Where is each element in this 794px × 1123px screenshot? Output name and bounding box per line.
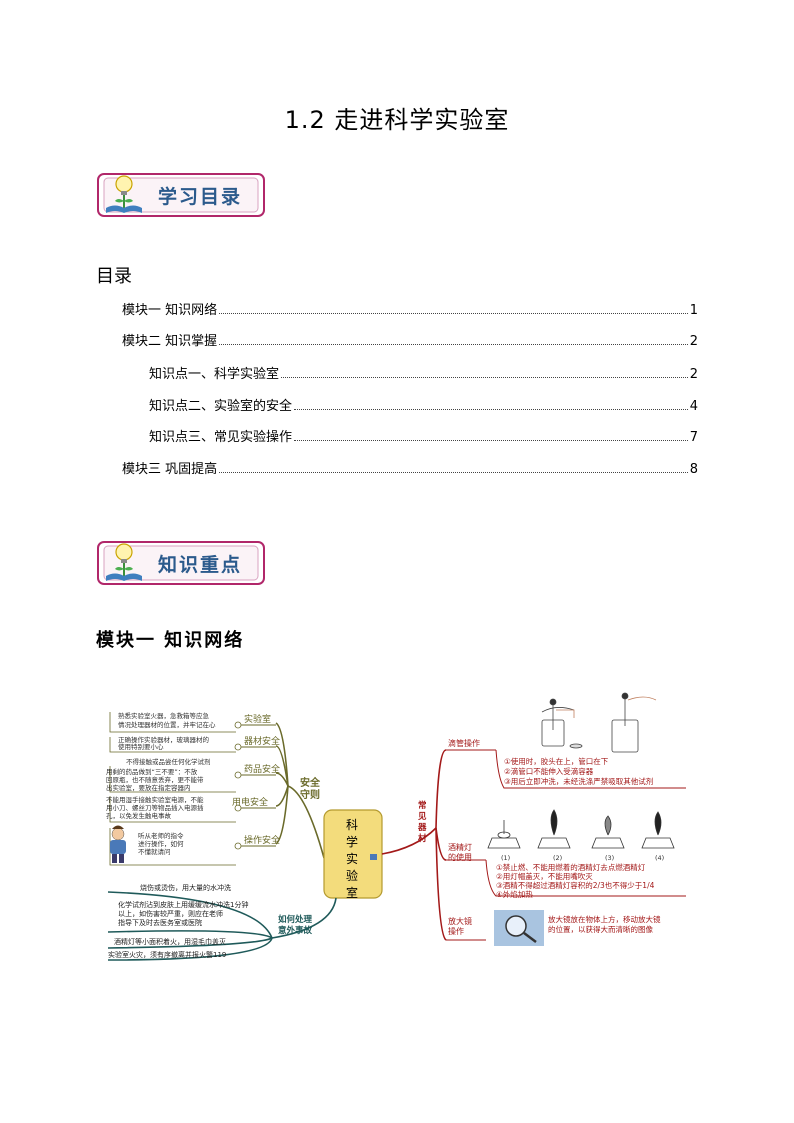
svg-text:回原瓶，也不随意丢弃，更不能带: 回原瓶，也不随意丢弃，更不能带 <box>106 775 204 784</box>
svg-text:②滴管口不能伸入受滴容器: ②滴管口不能伸入受滴容器 <box>504 766 594 776</box>
branch-lab: 实验室 <box>244 713 271 725</box>
svg-text:操作: 操作 <box>448 926 464 936</box>
banner-label: 学习目录 <box>158 186 243 208</box>
svg-text:(4): (4) <box>655 854 664 862</box>
svg-text:①禁止燃、不能用燃着的酒精灯去点燃酒精灯: ①禁止燃、不能用燃着的酒精灯去点燃酒精灯 <box>496 862 646 872</box>
svg-text:意外事故: 意外事故 <box>278 925 313 936</box>
center-node: 科 学 实 验 室 <box>323 809 383 900</box>
toc-heading: 目录 <box>96 266 132 287</box>
svg-text:(2): (2) <box>553 854 562 862</box>
svg-text:不懂就请问: 不懂就请问 <box>138 847 171 856</box>
svg-text:的位置，以获得大而清晰的图像: 的位置，以获得大而清晰的图像 <box>548 924 653 934</box>
svg-text:用小刀、螺丝刀等物品插入电源插: 用小刀、螺丝刀等物品插入电源插 <box>106 803 204 812</box>
student-illustration <box>110 825 126 863</box>
branch-equipment-safety: 器材安全 <box>244 735 280 747</box>
svg-text:④外焰加热: ④外焰加热 <box>496 889 533 899</box>
svg-text:①使用时，胶头在上，管口在下: ①使用时，胶头在上，管口在下 <box>504 756 609 766</box>
key-knowledge-banner: 知识重点 <box>96 538 268 588</box>
svg-text:以上，如伤害较严重，则应在老师: 以上，如伤害较严重，则应在老师 <box>118 909 223 918</box>
svg-text:(1): (1) <box>501 854 510 862</box>
svg-text:实验室火灾，须有序撤离并报火警119: 实验室火灾，须有序撤离并报火警119 <box>108 950 226 959</box>
svg-text:③酒精不得超过酒精灯容积的2/3也不得少于1/4: ③酒精不得超过酒精灯容积的2/3也不得少于1/4 <box>496 880 655 890</box>
svg-text:不得接触或品尝任何化学试剂: 不得接触或品尝任何化学试剂 <box>126 757 211 766</box>
svg-text:使用特别要小心: 使用特别要小心 <box>118 742 164 751</box>
accident-label: 如何处理 <box>278 914 313 925</box>
alcohol-lamp-illustration <box>487 809 675 849</box>
svg-text:室: 室 <box>346 885 358 900</box>
svg-text:科: 科 <box>346 818 358 832</box>
svg-text:听从老师的指令: 听从老师的指令 <box>138 831 184 840</box>
svg-text:不能用湿手接触实验室电源，不能: 不能用湿手接触实验室电源，不能 <box>106 795 204 804</box>
svg-text:正确操作实验器材，玻璃器材的: 正确操作实验器材，玻璃器材的 <box>118 735 210 744</box>
safety-rules-label: 安全 <box>300 776 321 789</box>
svg-text:学: 学 <box>346 834 358 849</box>
branch-electric-safety: 用电安全 <box>232 796 268 808</box>
svg-text:器: 器 <box>417 823 427 833</box>
knowledge-mindmap: 实验室 器材安全 药品安全 用电安全 操作安全 熟悉实验室火器，急救箱等应急 情… <box>106 692 686 961</box>
svg-text:烧伤或烫伤，用大量的水冲洗: 烧伤或烫伤，用大量的水冲洗 <box>140 883 231 892</box>
dropper-illustration <box>541 692 657 753</box>
branch-magnifier: 放大镜 <box>448 916 472 926</box>
magnifier-illustration <box>494 910 544 946</box>
banner-label: 知识重点 <box>158 554 243 576</box>
svg-text:情况处理器材的位置，并牢记在心: 情况处理器材的位置，并牢记在心 <box>118 720 216 729</box>
branch-operation-safety: 操作安全 <box>244 834 280 846</box>
svg-text:材: 材 <box>417 833 427 844</box>
svg-text:的使用: 的使用 <box>448 852 472 862</box>
svg-text:守则: 守则 <box>300 788 320 801</box>
svg-text:熟悉实验室火器，急救箱等应急: 熟悉实验室火器，急救箱等应急 <box>118 711 210 720</box>
svg-text:孔，以免发生触电事故: 孔，以免发生触电事故 <box>106 811 172 820</box>
svg-text:③用后立即冲洗，未经洗涤严禁吸取其他试剂: ③用后立即冲洗，未经洗涤严禁吸取其他试剂 <box>504 776 653 786</box>
book-lightbulb-icon <box>106 175 142 213</box>
book-lightbulb-icon <box>106 543 142 581</box>
svg-text:实: 实 <box>346 851 358 866</box>
svg-text:(3): (3) <box>605 854 614 862</box>
page-title: 1.2 走进科学实验室 <box>284 106 510 134</box>
study-directory-banner: 学习目录 <box>96 170 268 220</box>
branch-dropper: 滴管操作 <box>448 738 480 748</box>
svg-text:化学试剂沾到皮肤上用缓缓流水冲洗1分钟: 化学试剂沾到皮肤上用缓缓流水冲洗1分钟 <box>118 900 248 909</box>
module-heading: 模块一 知识网络 <box>96 630 245 651</box>
svg-text:放大镜放在物体上方，移动放大镜: 放大镜放在物体上方，移动放大镜 <box>548 914 661 924</box>
branch-chemical-safety: 药品安全 <box>244 763 280 775</box>
instruments-label: 常 <box>418 800 427 811</box>
svg-text:见: 见 <box>418 812 427 822</box>
svg-text:②用灯帽盖灭，不能用嘴吹灭: ②用灯帽盖灭，不能用嘴吹灭 <box>496 871 593 881</box>
svg-text:出实验室，要放在指定容器内: 出实验室，要放在指定容器内 <box>106 783 191 792</box>
svg-text:进行操作，如何: 进行操作，如何 <box>138 839 184 848</box>
svg-text:指导下及时去医务室或医院: 指导下及时去医务室或医院 <box>118 918 202 927</box>
branch-alcohol-lamp: 酒精灯 <box>448 842 472 852</box>
svg-text:验: 验 <box>346 868 358 883</box>
svg-text:酒精灯等小面积着火，用湿毛巾盖灭: 酒精灯等小面积着火，用湿毛巾盖灭 <box>114 937 226 946</box>
svg-text:用剩的药品做到“三不要”：不放: 用剩的药品做到“三不要”：不放 <box>106 767 198 776</box>
